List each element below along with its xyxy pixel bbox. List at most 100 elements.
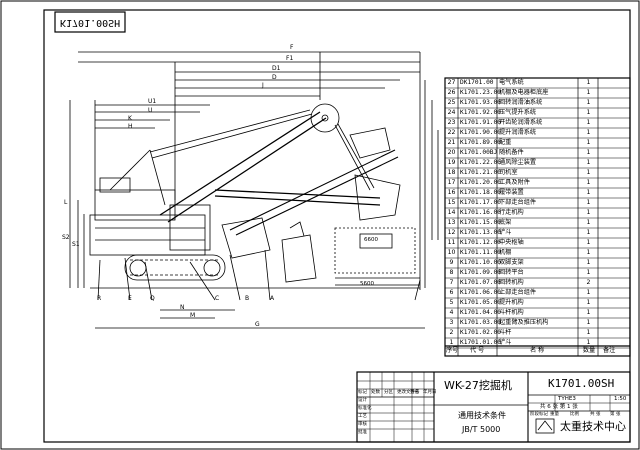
parts-row-code: K1701.13.00 xyxy=(460,229,501,236)
parts-header-name: 名 称 xyxy=(530,347,545,354)
parts-row-name: 底架 xyxy=(499,219,512,226)
dimension-label: U xyxy=(148,107,153,114)
parts-row-code: K1701.04.00 xyxy=(460,309,501,316)
parts-row-code: K1701.17.00 xyxy=(460,199,501,206)
parts-row-code: K1701.03.00 xyxy=(460,319,501,326)
parts-row-index: 25 xyxy=(447,99,456,106)
parts-row-code: K1701.90.00 xyxy=(460,129,501,136)
parts-row-name: 双脚支架 xyxy=(499,259,524,266)
parts-row-code: DK1701.00 xyxy=(460,79,494,86)
title-block-mid: 第 张 xyxy=(610,412,621,417)
parts-row-index: 17 xyxy=(447,179,456,186)
parts-row-code: K1701.16.00 xyxy=(460,209,501,216)
spec-label: 通用技术条件 xyxy=(458,411,506,420)
parts-row-name: 提升润滑系统 xyxy=(499,129,537,136)
title-block-grid xyxy=(356,371,631,443)
parts-row-name: 斗杆 xyxy=(499,329,512,336)
dimension-label: F xyxy=(290,44,294,51)
parts-row-index: 27 xyxy=(447,79,456,86)
parts-row-name: 通风除尘装置 xyxy=(499,159,537,166)
scale-value: 1:50 xyxy=(614,396,627,402)
parts-row-code: K1701.02.00 xyxy=(460,329,501,336)
dimension-label: K xyxy=(128,115,132,122)
parts-row-name: 司机室 xyxy=(499,169,518,176)
parts-row-index: 15 xyxy=(447,199,456,206)
dimension-label: D xyxy=(272,74,277,81)
parts-row-qty: 1 xyxy=(586,129,591,136)
parts-row-index: 21 xyxy=(447,139,456,146)
parts-row-index: 5 xyxy=(449,299,454,306)
parts-row-qty: 1 xyxy=(586,89,591,96)
parts-row-index: 3 xyxy=(449,319,454,326)
parts-row-code: K1701.12.00 xyxy=(460,239,501,246)
parts-row-qty: 1 xyxy=(586,179,591,186)
excavator-drawing xyxy=(69,51,439,329)
parts-row-qty: 1 xyxy=(586,149,591,156)
parts-row-index: 18 xyxy=(447,169,456,176)
parts-row-index: 24 xyxy=(447,109,456,116)
drawing-title: WK-27挖掘机 xyxy=(444,379,512,392)
parts-row-qty: 1 xyxy=(586,219,591,226)
dimension-label: G xyxy=(255,321,260,328)
parts-row-index: 23 xyxy=(447,119,456,126)
parts-row-index: 16 xyxy=(447,189,456,196)
parts-row-name: 机棚 xyxy=(499,249,512,256)
parts-row-name: 铲斗 xyxy=(499,229,512,236)
dimension-label: A xyxy=(270,295,275,302)
title-block-role: 批准 xyxy=(358,430,367,435)
parts-row-name: 工具及附件 xyxy=(499,179,530,186)
parts-row-qty: 1 xyxy=(586,169,591,176)
parts-row-name: 下部走台组件 xyxy=(499,199,537,206)
dimension-label: H xyxy=(128,123,133,130)
parts-row-index: 1 xyxy=(449,339,454,346)
parts-row-index: 12 xyxy=(447,229,456,236)
title-block-header: 签名 xyxy=(410,390,419,395)
parts-header-remark: 备注 xyxy=(603,347,616,354)
parts-row-qty: 1 xyxy=(586,289,591,296)
title-block-mid: 重量 xyxy=(550,412,559,417)
parts-row-name: 上部走台组件 xyxy=(499,289,537,296)
parts-row-name: 行走机构 xyxy=(499,209,524,216)
sheet-info: 共 6 张 第 1 张 xyxy=(540,404,578,410)
parts-row-code: K1701.93.00 xyxy=(460,99,501,106)
dimension-label: J xyxy=(262,82,264,89)
view-label: 6600 xyxy=(364,237,378,243)
parts-row-name: 配重 xyxy=(499,139,512,146)
parts-row-name: 回转平台 xyxy=(499,269,524,276)
title-block-mid: 共 张 xyxy=(590,412,601,417)
parts-row-name: 起重臂及推压机构 xyxy=(499,319,549,326)
parts-row-index: 10 xyxy=(447,249,456,256)
parts-row-code: K1701.09.00 xyxy=(460,269,501,276)
parts-row-code: K1701.01.00 xyxy=(460,339,501,346)
parts-row-name: 铲斗 xyxy=(499,339,512,346)
parts-row-code: K1701.89.00 xyxy=(460,139,501,146)
mirrored-code-box xyxy=(54,11,126,33)
dimension-label: D1 xyxy=(272,65,281,72)
parts-header-index: 序号 xyxy=(446,347,459,354)
parts-row-qty: 1 xyxy=(586,309,591,316)
parts-row-code: K1701.18.00 xyxy=(460,189,501,196)
title-block-header: 年月日 xyxy=(423,390,437,395)
parts-row-qty: 1 xyxy=(586,319,591,326)
parts-header-qty: 数量 xyxy=(582,347,596,354)
parts-list-grid xyxy=(444,77,631,357)
parts-row-code: K1701.21.00 xyxy=(460,169,501,176)
parts-row-name: 提升机构 xyxy=(499,299,524,306)
title-block-role: 标准化 xyxy=(358,406,372,411)
parts-row-name: 电气系统 xyxy=(499,79,524,86)
parts-row-qty: 2 xyxy=(586,279,591,286)
parts-row-index: 14 xyxy=(447,209,456,216)
parts-row-qty: 1 xyxy=(586,159,591,166)
parts-row-code: K1701.92.00 xyxy=(460,109,501,116)
parts-row-qty: 1 xyxy=(586,109,591,116)
parts-row-code: K1701.10.00 xyxy=(460,259,501,266)
dimension-label: B xyxy=(245,295,250,302)
parts-row-name: 履带装置 xyxy=(499,189,524,196)
parts-row-name: 开齿轮润滑系统 xyxy=(499,119,543,126)
parts-row-index: 19 xyxy=(447,159,456,166)
parts-row-index: 8 xyxy=(449,269,454,276)
title-block-header: 处数 xyxy=(371,390,380,395)
parts-row-code: K1701.05.00 xyxy=(460,299,501,306)
parts-row-index: 13 xyxy=(447,219,456,226)
dimension-label: C xyxy=(215,295,220,302)
